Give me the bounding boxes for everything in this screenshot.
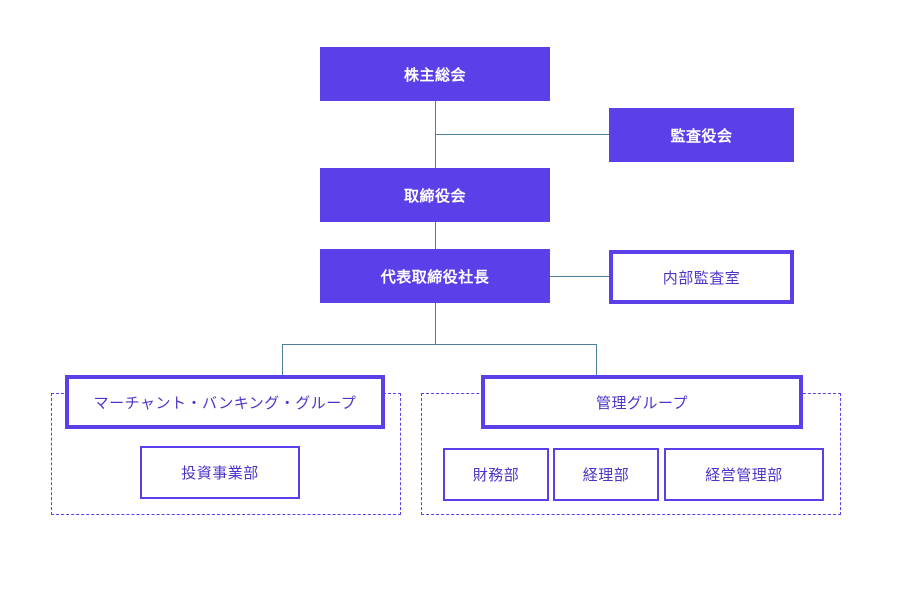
president-node: 代表取締役社長	[320, 249, 550, 303]
finance-division-node: 財務部	[443, 448, 549, 501]
connector-board-to-president	[435, 222, 436, 250]
connector-to-audit-board	[435, 134, 610, 135]
internal-audit-node: 内部監査室	[609, 250, 794, 304]
shareholders-meeting-node: 株主総会	[320, 47, 550, 101]
connector-to-admin-group	[596, 344, 597, 377]
merchant-banking-group-node: マーチャント・バンキング・グループ	[65, 375, 385, 429]
investment-division-node: 投資事業部	[140, 446, 300, 499]
accounting-division-node: 経理部	[553, 448, 659, 501]
connector-president-down	[435, 303, 436, 345]
connector-branch-horizontal	[282, 344, 597, 345]
connector-shareholders-to-board	[435, 101, 436, 169]
admin-group-node: 管理グループ	[481, 375, 803, 429]
connector-to-merchant-group	[282, 344, 283, 377]
management-admin-division-node: 経営管理部	[664, 448, 824, 501]
audit-board-node: 監査役会	[609, 108, 794, 162]
board-of-directors-node: 取締役会	[320, 168, 550, 222]
connector-to-internal-audit	[550, 276, 610, 277]
